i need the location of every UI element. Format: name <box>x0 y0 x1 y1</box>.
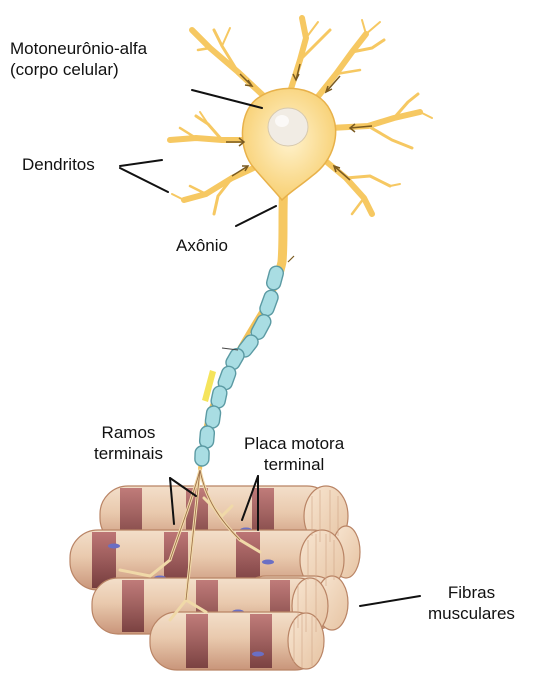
dendrites-leader-lower <box>120 168 168 192</box>
muscle-fibers-label-line2: musculares <box>428 603 515 624</box>
end-plate-label-line2: terminal <box>244 454 344 475</box>
axon-label: Axônio <box>176 235 228 256</box>
muscle-fibers-leader <box>360 596 420 606</box>
muscle-fibers <box>70 486 360 670</box>
terminal-branches-label: Ramos terminais <box>94 422 163 464</box>
dendrites-leader-upper <box>120 160 162 166</box>
end-plate-label: Placa motora terminal <box>244 433 344 475</box>
dendrites-label: Dendritos <box>22 154 95 175</box>
cell-body-label-line2: (corpo celular) <box>10 59 147 80</box>
cell-body-leader <box>192 90 262 108</box>
cell-body-label-line1: Motoneurônio-alfa <box>10 38 147 59</box>
terminal-branches-label-line1: Ramos <box>94 422 163 443</box>
axon-leader <box>236 206 276 226</box>
cell-body-label: Motoneurônio-alfa (corpo celular) <box>10 38 147 80</box>
end-plate-label-line1: Placa motora <box>244 433 344 454</box>
muscle-fibers-label: Fibras musculares <box>428 582 515 624</box>
terminal-branches-label-line2: terminais <box>94 443 163 464</box>
muscle-fibers-label-line1: Fibras <box>428 582 515 603</box>
cell-nucleus <box>268 108 308 146</box>
